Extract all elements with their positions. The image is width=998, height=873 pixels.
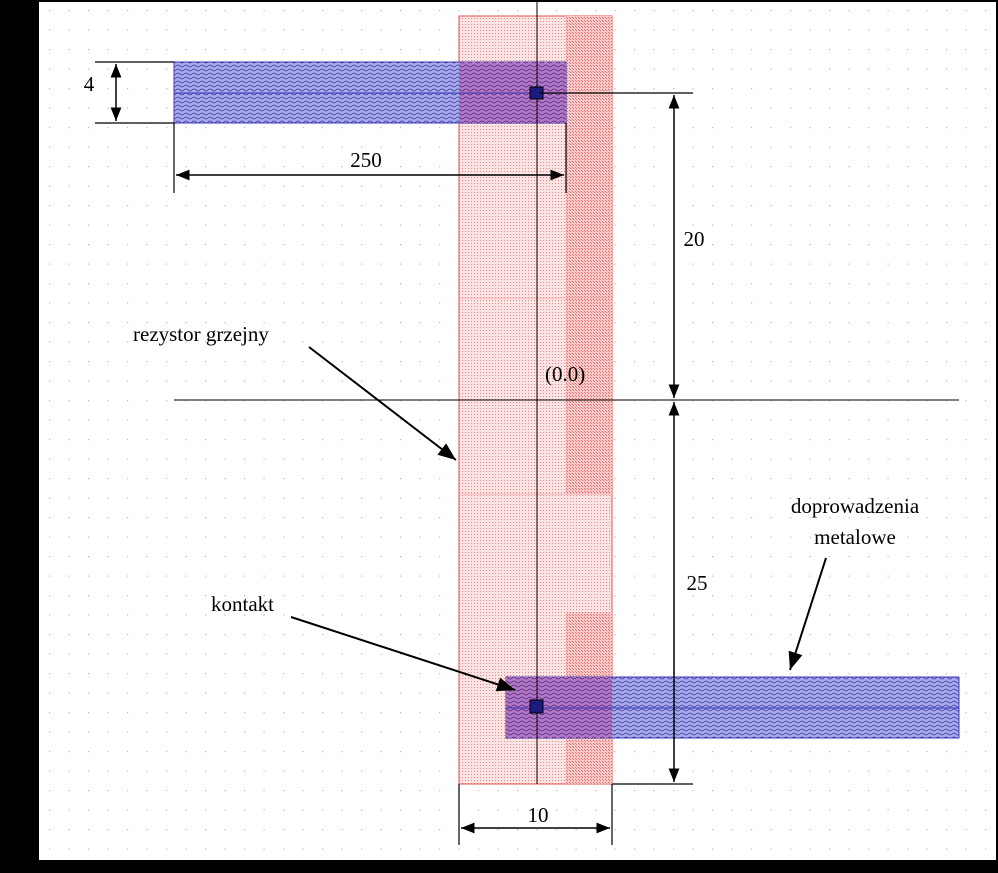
leads-label-line1: doprowadzenia	[791, 494, 920, 518]
resistor-label: rezystor grzejny	[133, 322, 269, 346]
dimension-label-resistor-width: 10	[528, 803, 549, 827]
contact-label: kontakt	[211, 592, 274, 616]
dimension-label-length: 250	[350, 148, 382, 172]
resistor-dense-strip	[566, 16, 612, 494]
leads-leader-arrow	[788, 557, 827, 671]
dimension-label-upper: 20	[684, 227, 705, 251]
dimension-label-width: 4	[84, 72, 95, 96]
frame-border	[35, 0, 998, 864]
contact-leader-arrow	[290, 616, 516, 692]
dimension-label-lower: 25	[687, 571, 708, 595]
lower-contact	[529, 699, 544, 714]
origin-label: (0.0)	[545, 362, 585, 386]
leads-label-line2: metalowe	[814, 525, 896, 549]
resistor-leader-arrow	[308, 346, 457, 461]
